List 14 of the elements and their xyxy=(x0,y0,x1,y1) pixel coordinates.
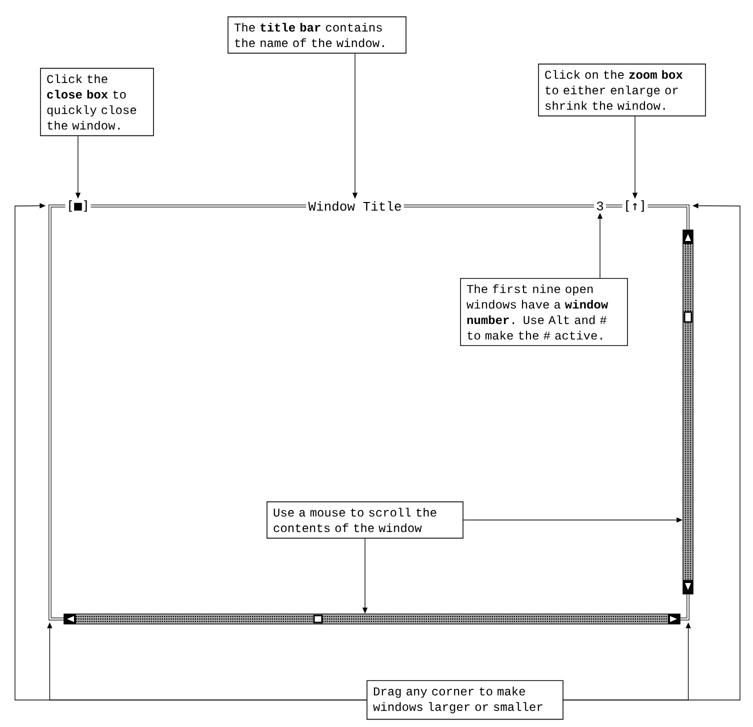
title-bar-button: [■] xyxy=(65,199,91,213)
vertical-scroll-bar xyxy=(682,230,694,594)
title-bar-button: [↑] xyxy=(622,199,648,213)
callout-box: The title bar contains the name of the window. xyxy=(228,16,406,54)
callout-box: Click the close box to quickly close the window. xyxy=(40,68,154,136)
callout-box: The first nine open windows have a window number. Use Alt and # to make the # active. xyxy=(460,278,628,346)
title-bar-text: Window Title xyxy=(306,199,404,213)
callout-box: Use a mouse to scroll the contents of the window xyxy=(266,501,464,539)
node-label: [■] xyxy=(69,200,87,212)
node-label: [↑] xyxy=(626,200,644,212)
callout-box: Drag any corner to make windows larger or smaller xyxy=(366,680,564,720)
title-bar-text: 3 xyxy=(594,200,606,212)
callout-box: Click on the zoom box to either enlarge or shrink the window. xyxy=(538,64,706,116)
horizontal-scroll-bar xyxy=(64,614,680,624)
